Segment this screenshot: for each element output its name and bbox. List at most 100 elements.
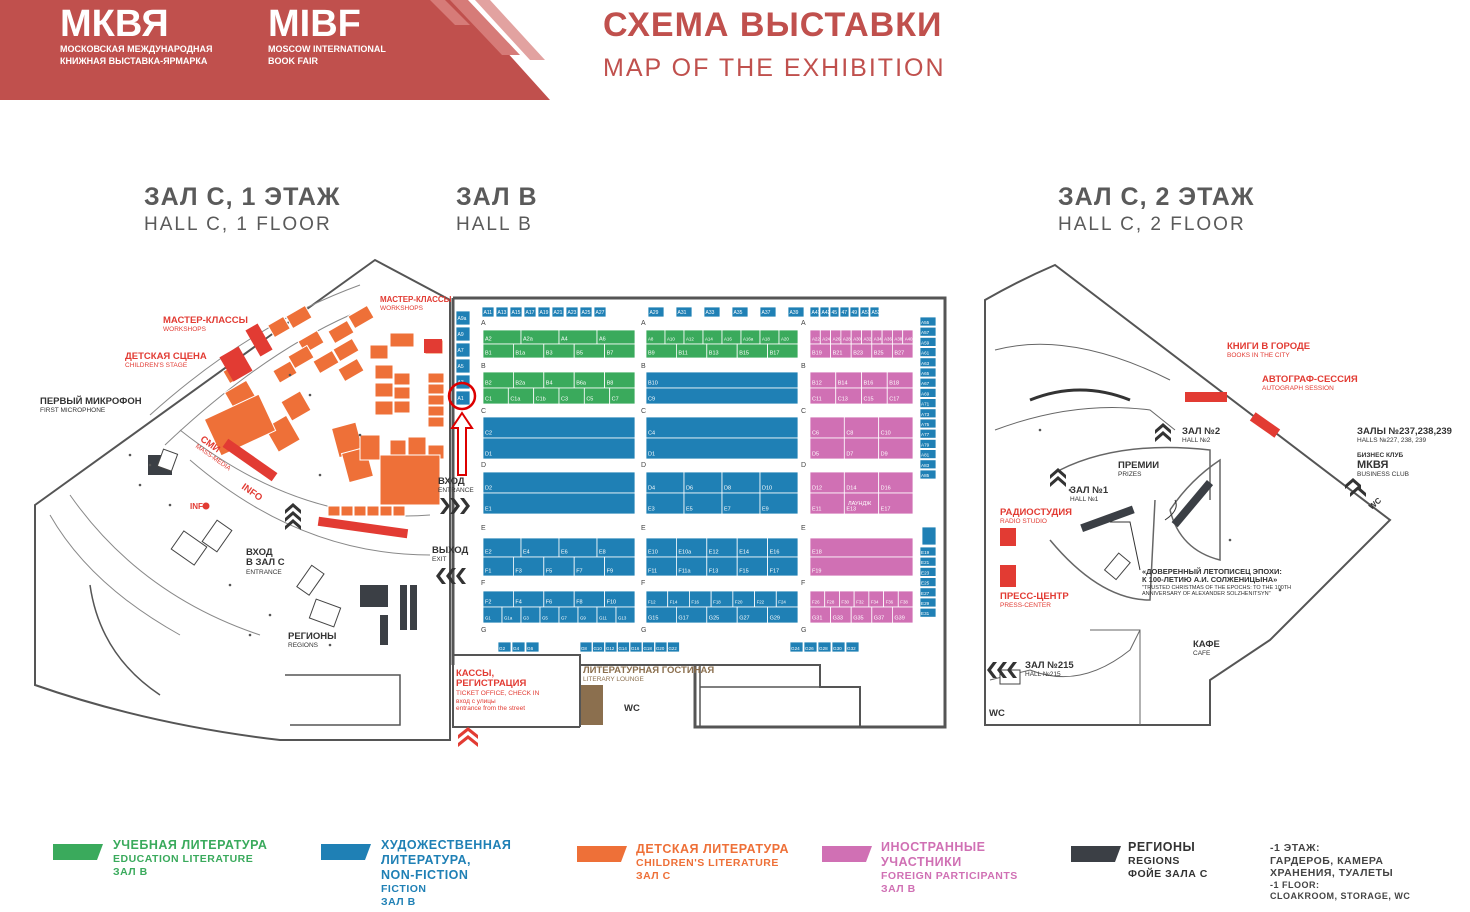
stand[interactable] [645,387,799,405]
stand[interactable] [511,641,526,653]
stand[interactable] [455,358,471,374]
stand[interactable] [609,387,636,405]
stand[interactable] [482,416,636,439]
stand[interactable] [829,306,840,318]
stand[interactable] [629,641,643,653]
stand[interactable] [647,306,665,318]
stand[interactable] [675,306,693,318]
stand[interactable] [919,388,937,398]
stand[interactable] [849,306,860,318]
stand[interactable] [919,556,937,567]
stand[interactable] [789,641,804,653]
stand[interactable] [919,398,937,408]
stand[interactable] [919,449,937,460]
stand[interactable] [592,641,605,653]
stand[interactable] [919,566,937,577]
stand[interactable] [878,492,914,515]
stand[interactable] [809,306,820,318]
stand[interactable] [593,306,607,318]
stand[interactable] [551,306,565,318]
legend-swatch-children [577,846,627,862]
stand[interactable] [604,641,618,653]
stand[interactable] [703,306,721,318]
logo-en-caption: BOOK FAIR [268,56,319,66]
stand[interactable] [839,306,850,318]
stand[interactable] [891,606,914,624]
stand-label: A23 [568,310,577,316]
stand[interactable] [919,326,937,337]
stand[interactable] [787,306,805,318]
stand[interactable] [615,606,636,624]
stand[interactable] [919,577,937,588]
stand[interactable] [817,641,832,653]
stand[interactable] [654,641,668,653]
stand[interactable] [604,556,636,577]
stand[interactable] [869,306,880,318]
stand[interactable] [767,606,799,624]
stand[interactable] [455,310,471,326]
stand[interactable] [455,342,471,358]
stand[interactable] [803,641,818,653]
stand[interactable] [831,641,846,653]
stand-label: F1 [485,569,491,575]
stand[interactable] [919,377,937,388]
stand[interactable] [845,641,860,653]
hall-b-title: ЗАЛ В [456,183,538,211]
stand[interactable] [919,367,937,378]
stand[interactable] [481,306,495,318]
stand[interactable] [767,343,799,359]
stand[interactable] [919,347,937,357]
stand-label: A41 [812,310,821,316]
stand[interactable] [642,641,655,653]
stand[interactable] [731,306,749,318]
stand-label: C [801,408,806,415]
stand[interactable] [919,316,937,327]
stand[interactable] [886,387,914,405]
stand[interactable] [919,438,937,449]
stand[interactable] [921,526,937,546]
stand[interactable] [482,492,636,515]
stand[interactable] [604,343,636,359]
stand[interactable] [819,306,830,318]
stand[interactable] [919,337,937,347]
stand[interactable] [919,459,937,470]
stand[interactable] [919,357,937,368]
stand[interactable] [891,343,914,359]
stand[interactable] [525,641,540,653]
stand[interactable] [809,556,914,577]
stand[interactable] [645,371,799,389]
stand[interactable] [919,428,937,439]
stand[interactable] [523,306,537,318]
stand-label: B21 [833,351,843,357]
stand[interactable] [667,641,680,653]
stand[interactable] [919,546,937,557]
stand[interactable] [919,418,937,429]
stand-label: A10 [667,337,675,342]
stand-label: B [801,363,806,370]
stand[interactable] [497,641,512,653]
stand[interactable] [482,471,636,494]
stand[interactable] [537,306,551,318]
stand[interactable] [495,306,509,318]
stand[interactable] [859,306,870,318]
stand[interactable] [809,537,914,558]
stand[interactable] [759,306,777,318]
stand[interactable] [919,587,937,598]
stand[interactable] [919,597,937,608]
stand[interactable] [878,437,914,460]
stand[interactable] [455,326,471,342]
stand[interactable] [617,641,630,653]
stand[interactable] [919,469,937,480]
stand[interactable] [645,416,799,439]
stand[interactable] [455,390,471,406]
stand[interactable] [579,641,593,653]
stand[interactable] [919,607,937,618]
stand[interactable] [919,408,937,419]
stand[interactable] [645,437,799,460]
stand[interactable] [759,492,799,515]
stand[interactable] [565,306,579,318]
stand[interactable] [767,556,799,577]
stand[interactable] [509,306,523,318]
stand[interactable] [579,306,593,318]
stand[interactable] [482,437,636,460]
